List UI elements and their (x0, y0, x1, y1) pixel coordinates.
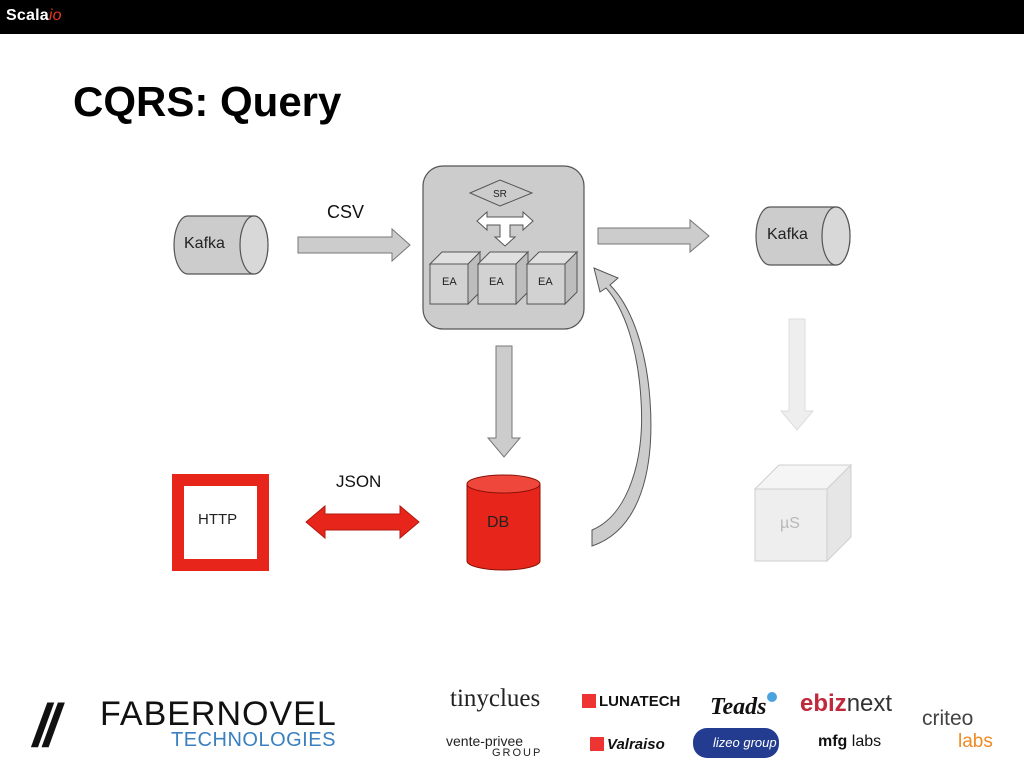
fabernovel-logo: FABERNOVEL (100, 695, 337, 733)
microservice-label: µS (780, 515, 800, 532)
kafka-out-label: Kafka (767, 226, 808, 243)
entity-actor-2: EA (476, 250, 530, 306)
ebiz-text: ebiz (800, 690, 847, 717)
teads-text: Teads (710, 694, 767, 720)
lizeo-logo: lizeo group (693, 728, 779, 758)
http-node: HTTP (172, 474, 269, 571)
db-to-cluster-curved-arrow (591, 267, 652, 547)
criteo-logo: criteo (922, 707, 974, 730)
http-label: HTTP (198, 511, 237, 528)
scalaio-logo: Scalaio (6, 7, 62, 25)
valraiso-icon (590, 737, 604, 751)
lunatech-text: LUNATECH (599, 693, 681, 710)
kafka-in-label: Kafka (184, 235, 225, 252)
shard-region-node (468, 179, 534, 207)
entity-actor-2-label: EA (489, 276, 504, 288)
top-bar: Scalaio (0, 0, 1024, 34)
entity-actor-3-label: EA (538, 276, 553, 288)
brand-main: Scala (6, 7, 49, 24)
entity-actor-1: EA (428, 250, 482, 306)
mfglabs-logo: mfg labs (818, 734, 881, 750)
slide-title: CQRS: Query (73, 78, 342, 125)
next-text: next (846, 690, 893, 717)
cluster-to-db-arrow (486, 345, 522, 458)
fabernovel-technologies: TECHNOLOGIES (171, 729, 336, 751)
lunatech-logo: LUNATECH (582, 694, 680, 709)
mfg-text: mfg (818, 733, 848, 750)
kafka-to-microservice-arrow (779, 318, 815, 431)
csv-label: CSV (327, 202, 364, 222)
shard-routing-arrow (476, 210, 534, 247)
teads-dot-icon (767, 692, 778, 702)
brand-accent: io (48, 7, 62, 24)
valraiso-logo: Valraiso (590, 737, 665, 752)
vente-privee-logo: vente-privee (446, 733, 524, 749)
entity-actor-3: EA (525, 250, 579, 306)
ebiznext-logo: ebiznext (800, 692, 892, 716)
cluster-to-kafka-arrow (597, 218, 710, 254)
entity-actor-1-label: EA (442, 276, 457, 288)
db-node: DB (466, 474, 541, 571)
valraiso-text: Valraiso (607, 736, 665, 753)
kafka-in-node: Kafka (173, 215, 269, 275)
criteo-labs-logo: labs (958, 731, 993, 752)
lunatech-icon (582, 694, 596, 708)
teads-logo: Teads (710, 692, 778, 720)
mfg-labs-text: labs (851, 733, 882, 750)
shard-region-label: SR (493, 189, 507, 200)
vente-privee-group: GROUP (492, 747, 543, 759)
tinyclues-logo: tinyclues (450, 685, 541, 712)
csv-arrow (297, 227, 411, 263)
json-double-arrow (305, 504, 420, 540)
microservice-node: µS (753, 463, 853, 563)
json-label: JSON (336, 472, 381, 491)
db-label: DB (487, 514, 509, 531)
kafka-out-node: Kafka (755, 206, 851, 266)
